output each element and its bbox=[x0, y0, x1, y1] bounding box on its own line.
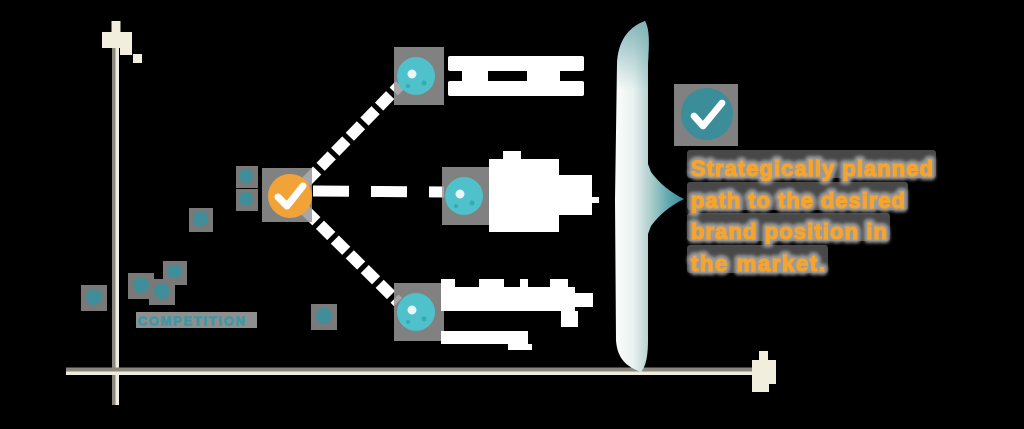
svg-text:Strategically planned: Strategically planned bbox=[691, 156, 933, 181]
svg-text:brand position in: brand position in bbox=[691, 219, 887, 244]
svg-text:path to the desired: path to the desired bbox=[691, 188, 905, 213]
svg-text:COMPETITION: COMPETITION bbox=[138, 314, 247, 329]
svg-text:the market.: the market. bbox=[691, 251, 825, 276]
svg-text:the market.: the market. bbox=[691, 251, 825, 276]
svg-text:path to the desired: path to the desired bbox=[691, 188, 905, 213]
svg-text:brand position in: brand position in bbox=[691, 219, 887, 244]
svg-text:Strategically planned: Strategically planned bbox=[691, 156, 933, 181]
